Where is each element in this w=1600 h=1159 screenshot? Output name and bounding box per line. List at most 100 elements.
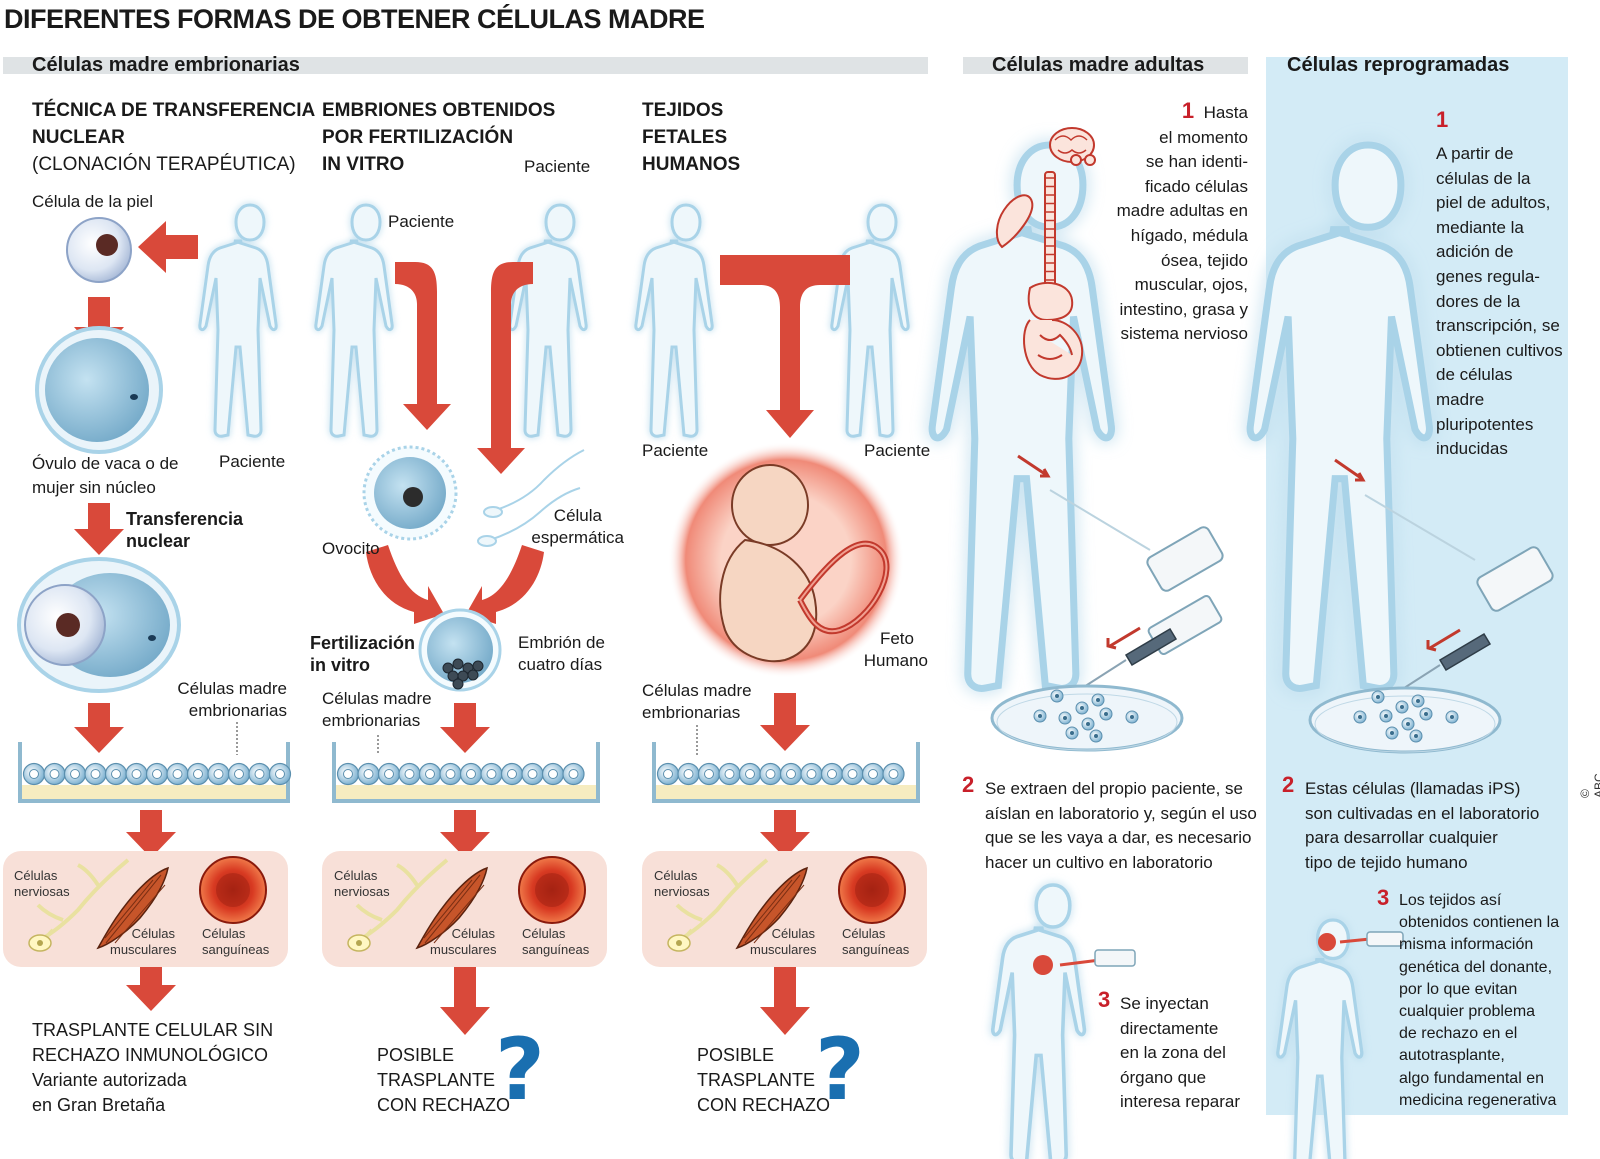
- label-line: embrionarias: [642, 703, 741, 722]
- label-line: Células: [522, 926, 566, 941]
- text-line: genética del donante,: [1399, 958, 1553, 976]
- arrow-small-red: [1334, 458, 1366, 482]
- arrow-down: [74, 703, 124, 753]
- text-line: transcripción, se: [1436, 316, 1560, 336]
- embryo-cell: [452, 658, 464, 670]
- adult-step-3-text: Se inyectan directamente en la zona del …: [1120, 992, 1240, 1115]
- text-line: A partir de: [1436, 144, 1514, 163]
- injection-site-icon: [1318, 931, 1404, 951]
- text-span: Hasta: [1203, 103, 1248, 122]
- text-line: hacer un cultivo en laboratorio: [985, 852, 1213, 872]
- arrow-y-merge: [720, 255, 850, 438]
- stem-cell: [759, 762, 782, 786]
- cultured-cell: [1411, 694, 1425, 708]
- label-four-day-embryo: Embrión de cuatro días: [518, 632, 605, 676]
- spine-icon: [1044, 171, 1056, 293]
- nuclear-transfer-cell: [17, 557, 181, 693]
- text-line: órgano que: [1120, 1067, 1207, 1087]
- outcome-line: en Gran Bretaña: [32, 1095, 166, 1115]
- label-oocyte: Ovocito: [322, 539, 380, 558]
- patient-silhouette: [832, 205, 908, 436]
- text-line: piel de adultos,: [1436, 193, 1551, 213]
- step-number: 2: [962, 772, 975, 797]
- text-line: son cultivadas en el laboratorio: [1305, 803, 1540, 823]
- text-line: por lo que evitan: [1399, 980, 1518, 998]
- outcome-line: POSIBLE: [377, 1045, 455, 1065]
- outcome-possible-rejection: POSIBLE TRASPLANTE CON RECHAZO: [377, 1043, 510, 1118]
- label-line: espermática: [531, 528, 624, 547]
- arrow-curved-right: [477, 262, 533, 474]
- outcome-possible-rejection: POSIBLE TRASPLANTE CON RECHAZO: [697, 1043, 830, 1118]
- text-line: Se inyectan: [1120, 994, 1209, 1013]
- step-number: 3: [1098, 987, 1111, 1012]
- stem-cell: [125, 762, 148, 786]
- cultured-cell: [1081, 717, 1095, 731]
- step-number: 3: [1377, 885, 1390, 910]
- text-line: para desarrollar cualquier: [1305, 828, 1498, 848]
- text-line: de rechazo en el: [1399, 1025, 1518, 1043]
- label-line: Células: [14, 868, 58, 883]
- text-line: pluripotentes: [1436, 414, 1534, 434]
- heading-line: NUCLEAR: [32, 127, 125, 148]
- stem-cell: [820, 762, 844, 786]
- question-mark-icon: ?: [495, 1020, 545, 1120]
- stem-cell: [480, 762, 503, 786]
- text-line: el momento: [1159, 127, 1248, 147]
- label-skin-cell: Célula de la piel: [32, 192, 153, 211]
- four-day-embryo: [418, 608, 502, 692]
- cultured-cell: [1058, 711, 1072, 725]
- label-line: sanguíneas: [522, 941, 590, 957]
- text-line: cualquier problema: [1399, 1003, 1536, 1021]
- page-title: DIFERENTES FORMAS DE OBTENER CÉLULAS MAD…: [4, 4, 705, 34]
- nerve-cell-icon: [347, 858, 449, 952]
- reprogrammed-step-2-text: Estas células (llamadas iPS) son cultiva…: [1305, 777, 1539, 875]
- stem-cell: [186, 762, 210, 786]
- text-line: mediante la: [1436, 217, 1524, 237]
- label-human-fetus: Feto Humano: [850, 628, 928, 672]
- stem-cell: [677, 762, 700, 786]
- col3-heading: TEJIDOS FETALES HUMANOS: [642, 97, 740, 178]
- label-nuclear-transfer: Transferencia nuclear: [126, 508, 243, 552]
- label-patient: Paciente: [388, 212, 455, 231]
- muscle-cell-icon: [735, 866, 808, 950]
- outcome-line: Variante autorizada: [32, 1070, 187, 1090]
- label-line: Célula: [553, 506, 602, 525]
- stem-cell: [104, 762, 128, 786]
- label-in-vitro-fertilization: Fertilización in vitro: [310, 632, 415, 676]
- label-line: Células: [771, 926, 815, 941]
- col2-heading: EMBRIONES OBTENIDOS POR FERTILIZACIÓN IN…: [322, 97, 555, 178]
- sperm-cells: [477, 449, 585, 547]
- arrow-down: [74, 503, 124, 555]
- culture-dish: [652, 742, 920, 803]
- heading-line: FETALES: [642, 127, 728, 148]
- outcome-transplant-no-rejection: TRASPLANTE CELULAR SIN RECHAZO INMUNOLÓG…: [32, 1018, 273, 1118]
- label-sperm-cell: Célula espermática: [520, 505, 624, 549]
- adult-step-1-text: 1 Hasta el momento se han identi- ficado…: [1090, 98, 1248, 347]
- oocyte: [362, 445, 458, 541]
- heading-line: HUMANOS: [642, 154, 741, 175]
- heading-line: TÉCNICA DE TRANSFERENCIA: [32, 100, 316, 121]
- label-line: Células: [334, 868, 378, 883]
- label-patient: Paciente: [219, 452, 286, 471]
- heading-line: TEJIDOS: [642, 100, 724, 121]
- text-line: medicina regenerativa: [1399, 1091, 1557, 1109]
- arrow-curved: [366, 545, 444, 624]
- heading-line: IN VITRO: [322, 154, 405, 175]
- cultured-cell: [1099, 707, 1113, 721]
- cultured-cell: [1379, 709, 1393, 723]
- label-line: Feto: [879, 629, 914, 648]
- section-title-reprogrammed: Células reprogramadas: [1287, 54, 1510, 76]
- fetus: [668, 442, 904, 678]
- blood-cell-icon: [518, 856, 586, 924]
- stem-cell: [145, 762, 169, 786]
- text-line: misma información: [1399, 936, 1534, 954]
- text-line: que se les vaya a dar, es necesario: [985, 828, 1252, 848]
- text-line: células de la: [1436, 168, 1531, 188]
- outcome-line: TRASPLANTE: [377, 1070, 496, 1090]
- arrow-down: [760, 967, 810, 1035]
- blood-cell-icon: [838, 856, 906, 924]
